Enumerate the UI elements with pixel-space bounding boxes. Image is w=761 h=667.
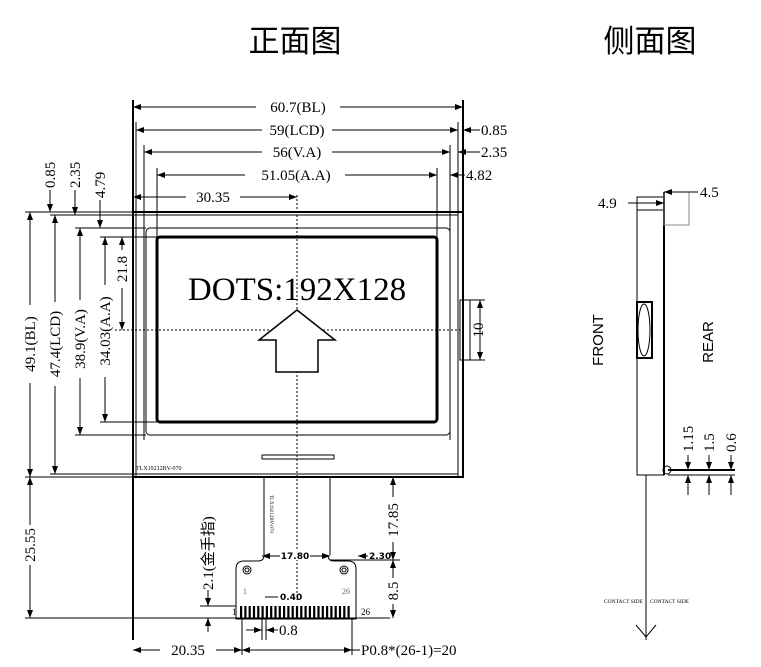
side-tab (459, 299, 471, 361)
side-connector (636, 301, 653, 359)
contact-pin (347, 606, 350, 618)
contact-pin (244, 606, 247, 618)
pin-1-label: 1 (243, 587, 247, 596)
dim-right-482: 4.82 (466, 168, 492, 184)
side-body (636, 196, 665, 476)
contact-pin (240, 606, 243, 618)
viewing-area (145, 227, 451, 436)
dim-bl-height: 49.1(BL) (23, 316, 39, 371)
dim-center-x: 30.35 (196, 190, 230, 206)
contact-pin (343, 606, 346, 618)
rear-label: REAR (700, 321, 717, 363)
dim-115: 1.15 (681, 426, 697, 452)
pin-26-label-bottom: 26 (361, 607, 371, 617)
front-view-title: 正面图 (249, 24, 342, 60)
dim-front-thickness: 4.9 (598, 196, 617, 212)
contact-pin (334, 606, 337, 618)
dim-hole-pitch: 17.80 (281, 552, 309, 562)
backlight-outline (132, 211, 464, 478)
dim-rear-thickness: 4.5 (700, 185, 719, 201)
contact-pin (278, 606, 281, 618)
dim-aa-height: 34.03(A.A) (98, 296, 114, 365)
dim-hole-offset: 2.30 (369, 552, 391, 562)
display-dots-text: DOTS:192X128 (188, 272, 406, 308)
contact-pin (330, 606, 333, 618)
dim-bump: 10 (471, 323, 487, 338)
dim-aa-width: 51.05(A.A) (261, 168, 330, 184)
dim-gold-finger: 2.1(金手指) (200, 516, 217, 590)
dim-15: 1.5 (702, 433, 718, 452)
fpc-label: TLX19212BV-070 (268, 495, 273, 533)
contact-pin (326, 606, 329, 618)
dim-center-y: 21.8 (115, 256, 131, 282)
contact-pin (317, 606, 320, 618)
dim-right-235: 2.35 (481, 145, 507, 161)
dim-bl-width: 60.7(BL) (270, 100, 325, 116)
dim-fpc-length: 17.85 (386, 503, 402, 537)
dim-06: 0.6 (724, 433, 740, 452)
contact-pin (313, 606, 316, 618)
mounting-hole (242, 565, 252, 575)
pin-1-label-bottom: 1 (232, 607, 237, 617)
contact-pin (252, 606, 256, 618)
front-label: FRONT (590, 314, 607, 366)
dim-pin-pitch: 0.8 (279, 623, 298, 639)
pin-26-label: 26 (342, 587, 350, 596)
dim-top-235: 2.35 (68, 162, 84, 188)
contact-side-left: CONTACT SIDE (604, 599, 644, 605)
contact-pin (283, 606, 286, 618)
contact-pin (270, 606, 273, 618)
contact-pin (257, 606, 260, 618)
dim-connector-height: 8.5 (386, 582, 402, 601)
side-top-block (663, 191, 690, 226)
dim-pin-span: P0.8*(26-1)=20 (361, 643, 457, 659)
contact-pin (338, 606, 342, 618)
dim-lcd-height: 47.4(LCD) (48, 311, 64, 377)
dim-top-479: 4.79 (93, 172, 109, 198)
contact-pin (321, 606, 324, 618)
fpc-tail: TLX19212BV-070 1 26 1 26 (232, 477, 371, 620)
dim-top-085: 0.85 (43, 162, 59, 188)
contact-pin (287, 606, 290, 618)
dim-pin-width: 0.40 (280, 593, 302, 603)
contact-pin (304, 606, 307, 618)
dim-va-width: 56(V.A) (273, 145, 321, 161)
contact-pin (295, 606, 299, 618)
dim-va-height: 38.9(V.A) (73, 309, 89, 369)
dim-lcd-width: 59(LCD) (270, 123, 325, 139)
dim-left-offset: 20.35 (171, 643, 205, 659)
contact-pin (248, 606, 251, 618)
front-view: DOTS:192X128 10 TLX19212BV-070 60.7(BL) … (22, 98, 507, 659)
contact-pin (265, 606, 268, 618)
contact-pin (291, 606, 294, 618)
contact-pin (274, 606, 277, 618)
slot (261, 454, 335, 460)
contact-pin (261, 606, 264, 618)
contact-pin (300, 606, 303, 618)
gold-finger-contacts (240, 606, 350, 618)
side-view-title: 侧面图 (604, 24, 697, 60)
mounting-hole (339, 565, 349, 575)
up-arrow-icon (256, 309, 338, 373)
side-view: CONTACT SIDE CONTACT SIDE FRONT REAR 4.9… (590, 185, 740, 640)
contact-pin (308, 606, 311, 618)
dim-right-085: 0.85 (481, 123, 507, 139)
dim-fpc-total: 25.55 (23, 528, 39, 562)
part-number-label: TLX19212BV-070 (136, 466, 181, 472)
contact-side-right: CONTACT SIDE (650, 599, 690, 605)
